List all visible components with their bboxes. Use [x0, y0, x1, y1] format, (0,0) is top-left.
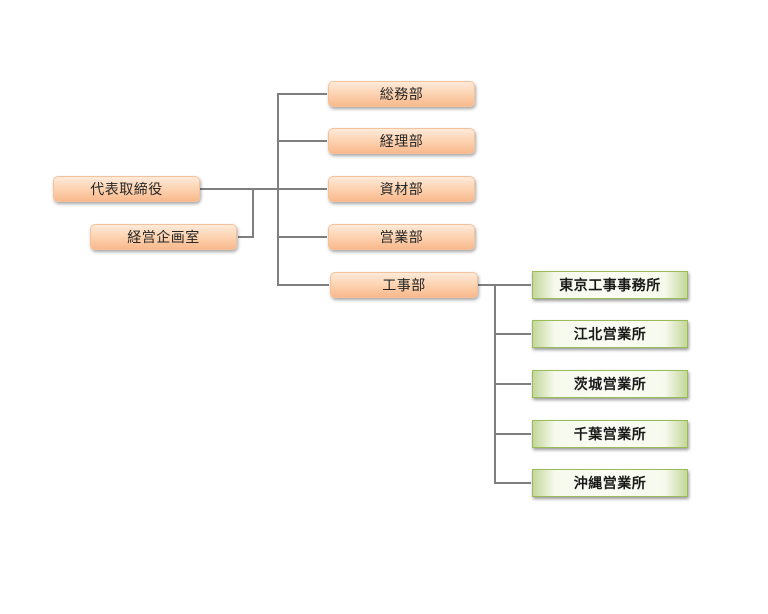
- node-office: 江北営業所: [532, 320, 688, 348]
- node-department: 営業部: [328, 224, 475, 250]
- node-office: 千葉営業所: [532, 420, 688, 448]
- node-office: 沖縄営業所: [532, 469, 688, 497]
- node-office: 東京工事事務所: [532, 271, 688, 299]
- node-department: 資材部: [328, 176, 475, 202]
- node-department: 総務部: [328, 81, 475, 107]
- node-corporate-planning-office: 経営企画室: [90, 224, 237, 250]
- node-department: 工事部: [330, 272, 478, 298]
- connector-staff-office: [238, 189, 254, 238]
- node-representative-director: 代表取締役: [53, 176, 200, 202]
- node-department: 経理部: [328, 128, 475, 154]
- node-office: 茨城営業所: [532, 370, 688, 398]
